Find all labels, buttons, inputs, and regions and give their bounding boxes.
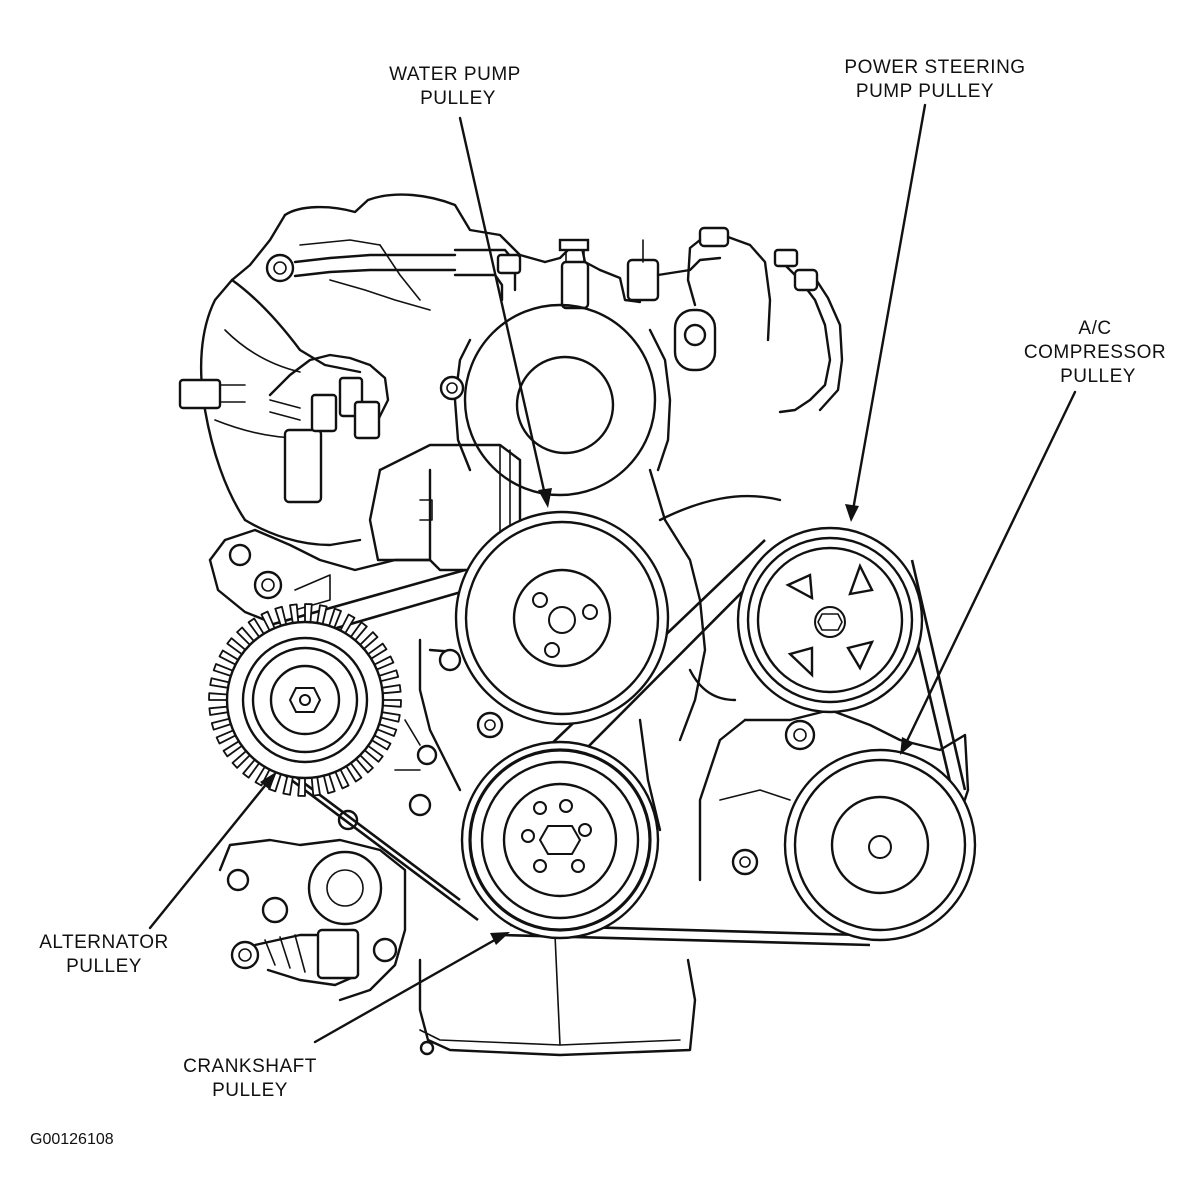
alternator-fan-blade bbox=[381, 684, 402, 695]
alternator-fan-blade bbox=[380, 711, 401, 723]
alternator-fan-blade bbox=[282, 775, 294, 796]
crankshaft-pulley bbox=[460, 740, 660, 940]
alternator-pulley-label-line1: ALTERNATOR bbox=[39, 932, 169, 953]
alternator-fan-blade bbox=[215, 729, 237, 745]
alternator-fan-blade bbox=[297, 776, 306, 797]
ac-compressor-pulley-label-line3: PULLEY bbox=[1060, 366, 1136, 387]
alternator-fan-blade bbox=[316, 604, 328, 625]
leader-lines bbox=[148, 103, 1077, 1044]
crankshaft-pulley-label-line2: PULLEY bbox=[212, 1080, 288, 1101]
ac-compressor-pulley-label-line1: A/C bbox=[1078, 318, 1111, 339]
alternator-fan-blade bbox=[212, 663, 234, 677]
alternator-fan-blade bbox=[208, 705, 229, 716]
alternator-fan-blade bbox=[304, 603, 313, 624]
alternator-fan-blade bbox=[381, 699, 402, 708]
alternator-fan-blade bbox=[334, 768, 350, 790]
alternator-fan-blade bbox=[208, 692, 229, 701]
alternator-fan-blade bbox=[209, 677, 230, 689]
ac-compressor-pulley-label-line2: COMPRESSOR bbox=[1024, 342, 1166, 363]
alternator-pulley bbox=[208, 603, 402, 797]
alternator-fan-blade bbox=[310, 776, 321, 797]
alternator-fan-blade bbox=[322, 773, 336, 795]
water-pump-pulley-label-line1: WATER PUMP bbox=[389, 64, 521, 85]
water-pump-pulley-label-line2: PULLEY bbox=[420, 88, 496, 109]
crankshaft-pulley-label-line1: CRANKSHAFT bbox=[183, 1056, 317, 1077]
alternator-fan-blade bbox=[376, 723, 398, 737]
figure-code: G00126108 bbox=[30, 1131, 114, 1148]
power-steering-pulley-label-line1: POWER STEERING bbox=[844, 57, 1025, 78]
alternator-pulley-label-line2: PULLEY bbox=[66, 956, 142, 977]
alternator-fan-blade bbox=[328, 607, 342, 629]
power-steering-pulley-label-line2: PUMP PULLEY bbox=[856, 81, 994, 102]
alternator-fan-blade bbox=[210, 717, 232, 731]
power-steering-pump-pulley bbox=[736, 526, 924, 714]
water-pump-pulley bbox=[454, 510, 670, 726]
ac-compressor-pulley bbox=[783, 748, 977, 942]
alternator-fan-blade bbox=[378, 669, 400, 683]
alternator-fan-blade bbox=[373, 655, 395, 671]
alternator-fan-blade bbox=[260, 610, 276, 632]
